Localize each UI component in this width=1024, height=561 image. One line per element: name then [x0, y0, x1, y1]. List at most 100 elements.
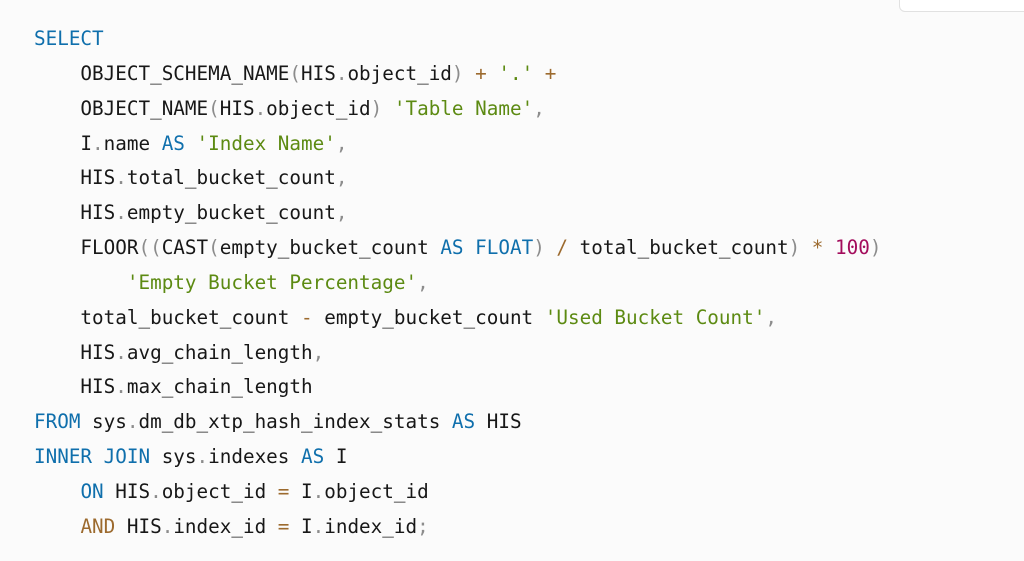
code-token: ): [788, 236, 801, 260]
code-token: 'Used Bucket Count': [544, 305, 766, 329]
code-token: (: [289, 61, 301, 85]
code-token: [800, 236, 812, 259]
code-token: ): [869, 236, 882, 260]
code-token: +: [544, 61, 557, 85]
code-token: AS: [440, 236, 464, 260]
code-token: [464, 236, 476, 259]
code-token: .: [312, 479, 325, 503]
copy-code-tab[interactable]: [899, 0, 1024, 12]
code-token: object_id: [347, 61, 452, 85]
code-token: HIS: [34, 375, 116, 399]
code-token: (: [208, 236, 220, 260]
code-token: .: [150, 479, 162, 503]
code-token: .: [254, 96, 267, 120]
code-line: HIS.total_bucket_count,: [34, 161, 881, 196]
code-token: ): [370, 96, 383, 120]
code-token: [545, 236, 557, 259]
code-token: HIS: [301, 61, 336, 85]
code-token: .: [335, 61, 348, 85]
code-token: =: [277, 514, 290, 538]
code-token: .: [92, 131, 104, 155]
code-token: ,: [335, 201, 348, 225]
code-token: index_id: [173, 514, 278, 538]
code-token: indexes: [208, 445, 302, 469]
code-token: max_chain_length: [126, 375, 313, 399]
code-token: [487, 62, 499, 85]
code-token: 'Table Name': [393, 96, 534, 120]
code-token: index_id: [324, 514, 418, 538]
code-token: name: [103, 131, 162, 155]
code-token: ,: [533, 96, 545, 120]
code-token: FROM: [34, 410, 81, 434]
code-token: AS: [161, 131, 185, 155]
code-token: -: [301, 305, 313, 329]
code-token: object_id: [324, 479, 429, 503]
code-token: ,: [765, 305, 777, 329]
code-token: ;: [417, 514, 429, 538]
code-token: .: [115, 166, 127, 190]
code-token: ,: [417, 270, 429, 294]
code-token: avg_chain_length: [126, 340, 313, 364]
code-token: '.': [498, 61, 534, 85]
code-token: ((: [138, 236, 162, 260]
code-token: FLOAT: [475, 236, 534, 260]
code-token: dm_db_xtp_hash_index_stats: [138, 410, 452, 434]
code-token: OBJECT_NAME: [34, 96, 209, 120]
code-token: .: [196, 445, 209, 469]
code-token: ,: [312, 340, 325, 364]
code-line: HIS.max_chain_length: [34, 370, 881, 405]
code-token: INNER: [34, 445, 93, 469]
code-token: 'Index Name': [196, 131, 336, 155]
code-token: HIS: [34, 201, 116, 225]
code-token: empty_bucket_count: [219, 236, 441, 260]
code-token: I: [289, 479, 313, 503]
code-line: 'Empty Bucket Percentage',: [34, 266, 881, 301]
code-token: I: [324, 445, 348, 469]
code-token: OBJECT_SCHEMA_NAME: [34, 61, 290, 85]
code-token: [34, 271, 127, 294]
code-token: object_id: [161, 479, 278, 503]
code-token: HIS: [34, 340, 116, 364]
code-token: AND: [80, 514, 116, 538]
code-token: [382, 97, 394, 120]
code-token: +: [475, 61, 487, 85]
code-token: JOIN: [103, 445, 151, 469]
code-token: object_id: [266, 96, 371, 120]
code-token: [34, 480, 80, 503]
code-token: sys: [80, 410, 127, 434]
code-token: .: [115, 340, 127, 364]
code-token: [34, 515, 80, 538]
code-line: OBJECT_SCHEMA_NAME(HIS.object_id) + '.' …: [34, 57, 881, 92]
code-token: *: [811, 236, 824, 260]
code-line: SELECT: [34, 22, 881, 57]
code-line: total_bucket_count - empty_bucket_count …: [34, 301, 881, 336]
code-token: ): [533, 236, 545, 260]
code-line: HIS.avg_chain_length,: [34, 336, 881, 371]
code-token: SELECT: [34, 27, 104, 50]
code-token: I: [289, 514, 313, 538]
code-token: HIS: [34, 166, 116, 190]
code-token: .: [161, 514, 174, 538]
code-token: 100: [835, 236, 870, 260]
code-line: ON HIS.object_id = I.object_id: [34, 475, 881, 510]
code-token: [533, 62, 545, 85]
code-line: FROM sys.dm_db_xtp_hash_index_stats AS H…: [34, 405, 881, 440]
code-token: total_bucket_count: [126, 166, 336, 190]
code-token: [464, 62, 476, 85]
code-token: ,: [335, 166, 348, 190]
code-token: ): [451, 61, 464, 85]
code-token: HIS: [219, 96, 255, 120]
code-token: I: [34, 131, 93, 155]
code-token: .: [126, 410, 139, 434]
code-token: sys: [150, 445, 197, 469]
code-token: (: [208, 96, 220, 120]
code-token: [823, 236, 835, 259]
code-line: OBJECT_NAME(HIS.object_id) 'Table Name',: [34, 92, 881, 127]
code-token: =: [277, 479, 290, 503]
code-line: AND HIS.index_id = I.index_id;: [34, 510, 881, 545]
code-token: [92, 445, 104, 468]
code-token: .: [312, 514, 325, 538]
code-line: HIS.empty_bucket_count,: [34, 196, 881, 231]
code-token: empty_bucket_count: [126, 201, 336, 225]
code-token: CAST: [161, 236, 209, 260]
